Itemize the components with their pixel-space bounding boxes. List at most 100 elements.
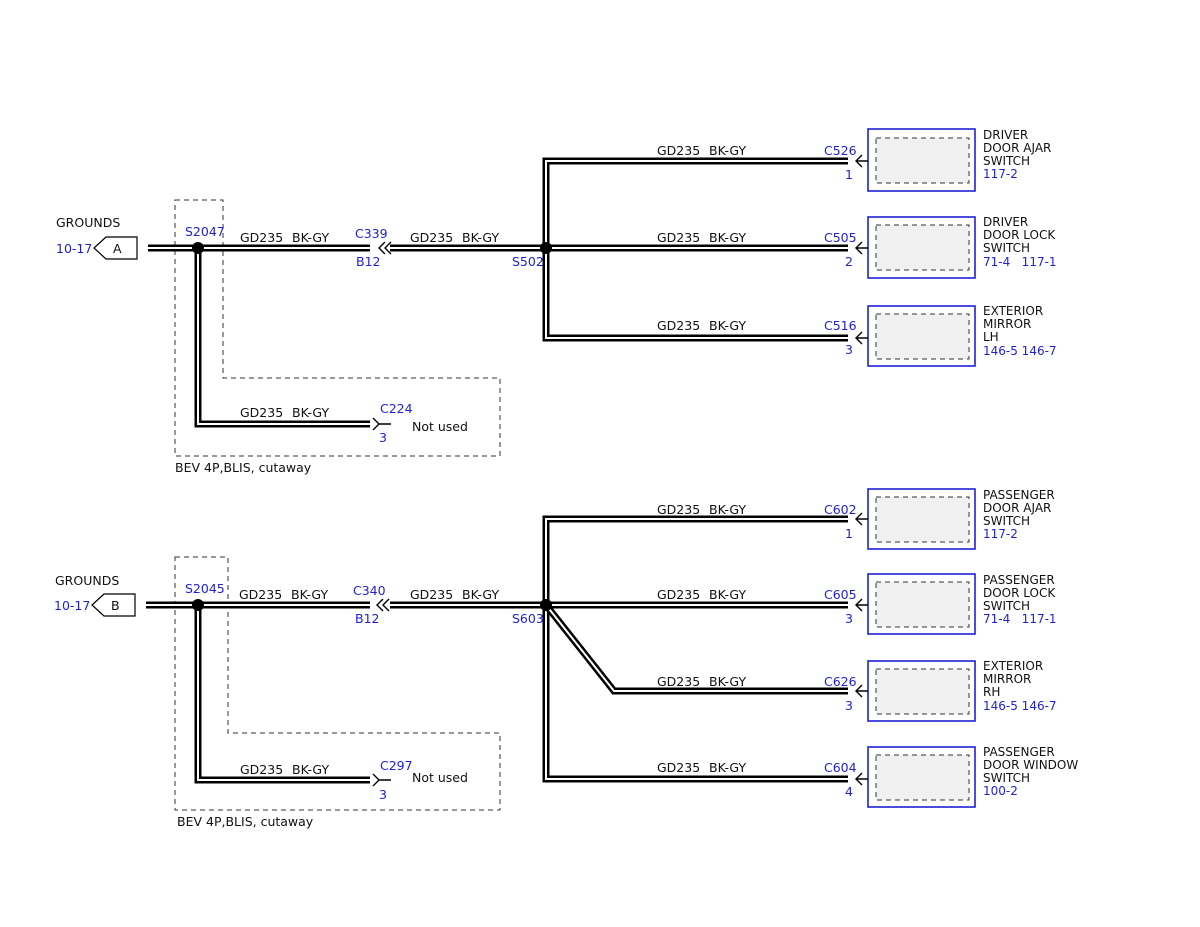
component-name-line: SWITCH (983, 599, 1030, 613)
component-refs[interactable]: 100-2 (983, 784, 1018, 798)
component-name-line: DOOR AJAR (983, 141, 1051, 155)
connector-pin: B12 (356, 254, 380, 269)
grounds-label: GROUNDS (56, 215, 120, 230)
wire-color: BK-GY (709, 587, 746, 602)
top-option-box (174, 199, 501, 457)
component-passenger-door-window-switch[interactable]: C604 4 PASSENGER DOOR WINDOW SWITCH 100-… (824, 745, 1078, 808)
wire-color: BK-GY (709, 674, 746, 689)
wire-label: GD235 (657, 587, 700, 602)
ground-connector-a (93, 236, 138, 260)
bottom-option-box (174, 556, 501, 811)
bottom-wires (146, 515, 848, 784)
unused-connector-symbol (372, 773, 391, 787)
connector-pin: 3 (845, 698, 853, 713)
wire-color: BK-GY (292, 762, 329, 777)
component-name-line: SWITCH (983, 771, 1030, 785)
connector-label: C602 (824, 502, 857, 517)
component-name-line: SWITCH (983, 154, 1030, 168)
component-refs[interactable]: 117-2 (983, 167, 1018, 181)
wire-label: GD235 (657, 318, 700, 333)
unused-connector-symbol (372, 417, 391, 431)
connector-pin: 3 (845, 611, 853, 626)
component-name-line: EXTERIOR (983, 659, 1043, 673)
wire-color: BK-GY (291, 587, 328, 602)
component-refs[interactable]: 71-4 117-1 (983, 255, 1057, 269)
connector-label: C340 (353, 583, 386, 598)
wire-color: BK-GY (292, 230, 329, 245)
component-name-line: MIRROR (983, 672, 1031, 686)
connector-pin: 3 (379, 787, 387, 802)
splice-label: S2047 (185, 224, 225, 239)
option-note: BEV 4P,BLIS, cutaway (175, 460, 312, 475)
grounds-label: GROUNDS (55, 573, 119, 588)
wire-color: BK-GY (462, 587, 499, 602)
component-name-line: DRIVER (983, 128, 1028, 142)
component-name-line: PASSENGER (983, 745, 1055, 759)
wire-label: GD235 (657, 674, 700, 689)
component-driver-door-lock-switch[interactable]: C505 2 DRIVER DOOR LOCK SWITCH 71-4 117-… (824, 215, 1057, 279)
not-used-text: Not used (412, 419, 468, 434)
top-wires (148, 157, 848, 428)
wire-label: GD235 (410, 587, 453, 602)
component-name-line: DOOR AJAR (983, 501, 1051, 515)
splice-dot (192, 599, 204, 611)
connector-pin: B12 (355, 611, 379, 626)
wire-label: GD235 (240, 230, 283, 245)
component-exterior-mirror-lh[interactable]: C516 3 EXTERIOR MIRROR LH 146-5 146-7 (824, 304, 1057, 367)
connector-label: C297 (380, 758, 413, 773)
wire-label: GD235 (657, 502, 700, 517)
connector-pin: 3 (845, 342, 853, 357)
wire-label: GD235 (239, 587, 282, 602)
wire-color: BK-GY (292, 405, 329, 420)
component-refs[interactable]: 146-5 146-7 (983, 344, 1057, 358)
splice-dot (192, 242, 204, 254)
component-name-line: PASSENGER (983, 488, 1055, 502)
component-passenger-door-lock-switch[interactable]: C605 3 PASSENGER DOOR LOCK SWITCH 71-4 1… (824, 573, 1057, 635)
component-driver-door-ajar-switch[interactable]: C526 1 DRIVER DOOR AJAR SWITCH 117-2 (824, 128, 1051, 192)
connector-pin: 4 (845, 784, 853, 799)
top-circuit: GROUNDS 10-17 A S2047 S502 C339 B12 GD23… (56, 128, 1057, 475)
not-used-text: Not used (412, 770, 468, 785)
connector-pin: 2 (845, 254, 853, 269)
wire-label: GD235 (657, 230, 700, 245)
component-refs[interactable]: 117-2 (983, 527, 1018, 541)
wire-label: GD235 (410, 230, 453, 245)
component-refs[interactable]: 146-5 146-7 (983, 699, 1057, 713)
wire-color: BK-GY (709, 760, 746, 775)
component-passenger-door-ajar-switch[interactable]: C602 1 PASSENGER DOOR AJAR SWITCH 117-2 (824, 488, 1055, 550)
wire-color: BK-GY (709, 502, 746, 517)
wire-label: GD235 (657, 143, 700, 158)
wire-color: BK-GY (709, 230, 746, 245)
splice-dot (540, 242, 552, 254)
connector-label: C626 (824, 674, 857, 689)
connector-pin: 3 (379, 430, 387, 445)
component-name-line: DOOR LOCK (983, 586, 1056, 600)
inline-connector-symbol (376, 598, 390, 612)
wire-color: BK-GY (709, 318, 746, 333)
wire-label: GD235 (657, 760, 700, 775)
grounds-ref[interactable]: 10-17 (54, 598, 90, 613)
component-exterior-mirror-rh[interactable]: C626 3 EXTERIOR MIRROR RH 146-5 146-7 (824, 659, 1057, 722)
splice-label: S603 (512, 611, 544, 626)
grounds-ref[interactable]: 10-17 (56, 241, 92, 256)
component-name-line: LH (983, 330, 999, 344)
component-name-line: SWITCH (983, 514, 1030, 528)
component-name-line: DOOR LOCK (983, 228, 1056, 242)
wire-label: GD235 (240, 762, 283, 777)
splice-label: S502 (512, 254, 544, 269)
bottom-circuit: GROUNDS 10-17 B S2045 S603 C340 B12 GD23… (54, 488, 1078, 829)
option-note: BEV 4P,BLIS, cutaway (177, 814, 314, 829)
wire-label: GD235 (240, 405, 283, 420)
component-name-line: DRIVER (983, 215, 1028, 229)
component-name-line: PASSENGER (983, 573, 1055, 587)
connector-label: C224 (380, 401, 413, 416)
component-name-line: SWITCH (983, 241, 1030, 255)
component-refs[interactable]: 71-4 117-1 (983, 612, 1057, 626)
component-name-line: MIRROR (983, 317, 1031, 331)
splice-dot (540, 599, 552, 611)
wire-color: BK-GY (709, 143, 746, 158)
connector-pin: 1 (845, 526, 853, 541)
connector-label: C604 (824, 760, 857, 775)
